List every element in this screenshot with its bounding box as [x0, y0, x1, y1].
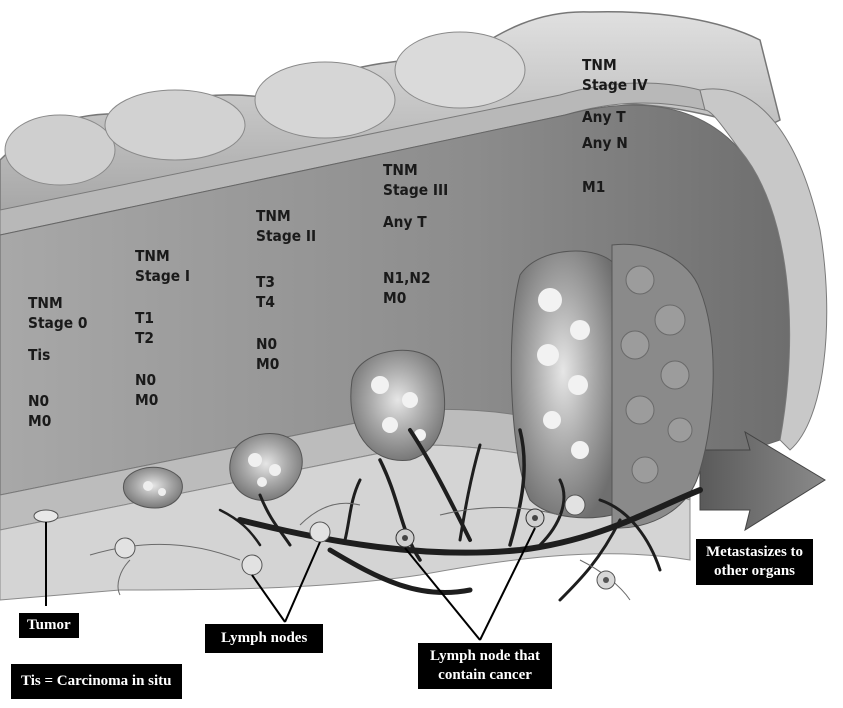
stage-line: Tis	[28, 345, 87, 365]
tumor-stage0	[34, 510, 58, 522]
stage-line: M0	[256, 354, 316, 374]
stage-line: Any N	[582, 133, 648, 153]
tumor-label: Tumor	[19, 613, 79, 638]
label-text: Metastasizes to	[706, 543, 803, 562]
stage-line: Stage IV	[582, 75, 648, 95]
stage-line: T3	[256, 272, 316, 292]
stage-line: N0	[135, 370, 190, 390]
lymph-node-with-cancer	[526, 509, 544, 527]
stage-line: M0	[135, 390, 190, 410]
stage-line: Any T	[383, 212, 448, 232]
stage-line: TNM	[582, 55, 648, 75]
lymph-node-with-cancer	[565, 495, 585, 515]
stage-line: M0	[383, 288, 448, 308]
stage-line: TNM	[135, 246, 190, 266]
stage-3-annotation: TNM Stage III Any T N1,N2 M0	[383, 160, 448, 308]
label-text: Lymph node that	[430, 647, 540, 666]
lymph-node	[242, 555, 262, 575]
metastatic-node	[597, 571, 615, 589]
tis-definition-label: Tis = Carcinoma in situ	[11, 664, 182, 699]
lymph-node-with-cancer	[396, 529, 414, 547]
stage-1-annotation: TNM Stage I T1 T2 N0 M0	[135, 246, 190, 410]
stage-0-annotation: TNM Stage 0 Tis N0 M0	[28, 293, 87, 431]
label-text: Lymph nodes	[221, 630, 307, 646]
lymph-node	[310, 522, 330, 542]
stage-line: M1	[582, 177, 648, 197]
tumor-stage4	[511, 244, 713, 528]
stage-line: Any T	[582, 107, 648, 127]
stage-line: TNM	[256, 206, 316, 226]
metastasizes-label: Metastasizes to other organs	[696, 539, 813, 585]
stage-line: Stage III	[383, 180, 448, 200]
stage-line: N0	[28, 391, 87, 411]
lymph-node	[115, 538, 135, 558]
label-text: contain cancer	[430, 666, 540, 685]
stage-line: N0	[256, 334, 316, 354]
stage-line: T1	[135, 308, 190, 328]
stage-line: TNM	[383, 160, 448, 180]
cancerous-lymph-node-label: Lymph node that contain cancer	[418, 643, 552, 689]
tumor-stage1	[123, 467, 182, 508]
lymph-nodes-label: Lymph nodes	[205, 624, 323, 653]
label-text: Tis = Carcinoma in situ	[21, 673, 172, 689]
label-text: other organs	[706, 562, 803, 581]
stage-line: Stage II	[256, 226, 316, 246]
stage-line: Stage I	[135, 266, 190, 286]
label-text: Tumor	[27, 617, 71, 633]
stage-line: N1,N2	[383, 268, 448, 288]
stage-line: M0	[28, 411, 87, 431]
stage-line: T4	[256, 292, 316, 312]
stage-line: Stage 0	[28, 313, 87, 333]
stage-4-annotation: TNM Stage IV Any T Any N M1	[582, 55, 648, 197]
stage-line: T2	[135, 328, 190, 348]
stage-line: TNM	[28, 293, 87, 313]
stage-2-annotation: TNM Stage II T3 T4 N0 M0	[256, 206, 316, 374]
